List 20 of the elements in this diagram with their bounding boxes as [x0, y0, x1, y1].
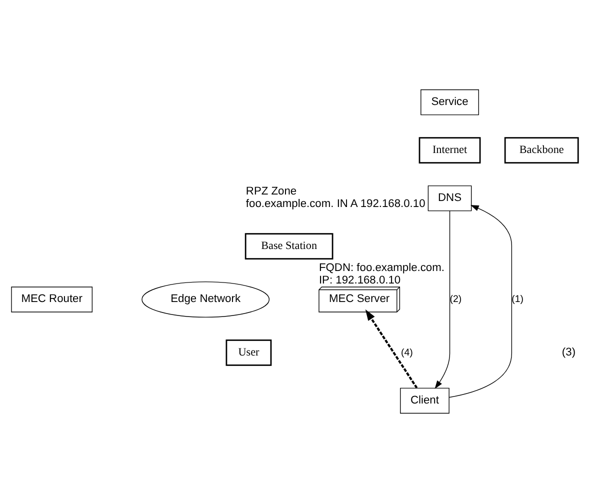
node-label: RPZ Zone — [246, 185, 297, 198]
node-label: FQDN: foo.example.com. — [318, 261, 444, 274]
node-box: Client — [400, 387, 450, 414]
node-label: foo.example.com. IN A 192.168.0.10 — [246, 198, 426, 210]
node-label: IP: 192.168.0.10 — [318, 274, 401, 286]
node-box: Backbone — [504, 136, 579, 164]
edge-label: (1) — [512, 294, 524, 305]
node-box: MEC Router — [11, 286, 93, 312]
node-box: Service — [420, 88, 479, 115]
node-box: Internet — [418, 136, 481, 164]
node-box: User — [226, 338, 272, 366]
label: (3) — [562, 346, 576, 358]
arrow — [448, 204, 512, 398]
edge-label: (4) — [401, 346, 413, 358]
arrow — [434, 210, 450, 388]
node-box: Base Station — [244, 232, 334, 260]
edge-label: (2) — [450, 294, 462, 305]
node-ellipse: Edge Network — [142, 280, 270, 318]
arrow — [365, 308, 418, 388]
node-box: DNS — [428, 184, 472, 211]
